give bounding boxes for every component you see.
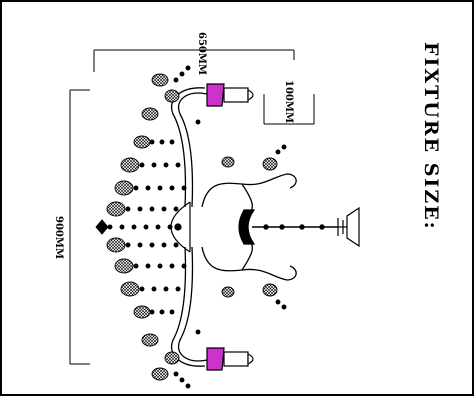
height-dimension-label: 900MM xyxy=(53,216,64,260)
inner-arm-bottom xyxy=(201,239,297,281)
inner-arm-top xyxy=(201,173,297,215)
outer-arm-bottom xyxy=(170,246,208,367)
outer-arm-top xyxy=(170,87,208,208)
width-dimension-label: 650MM xyxy=(196,32,207,76)
center-bowl xyxy=(170,201,256,253)
candle-cup-top xyxy=(206,83,254,107)
candle-cup-bottom xyxy=(206,347,254,371)
fixture-size-title: FIXTURE SIZE: xyxy=(420,42,442,231)
ceiling-canopy xyxy=(337,206,360,248)
dimension-height-line xyxy=(69,89,90,365)
crystal-strands xyxy=(95,65,287,389)
dimension-width-line xyxy=(93,49,295,72)
dimension-cup-line xyxy=(263,94,315,125)
center-stem xyxy=(252,224,338,230)
cup-dimension-label: 100MM xyxy=(283,80,294,124)
